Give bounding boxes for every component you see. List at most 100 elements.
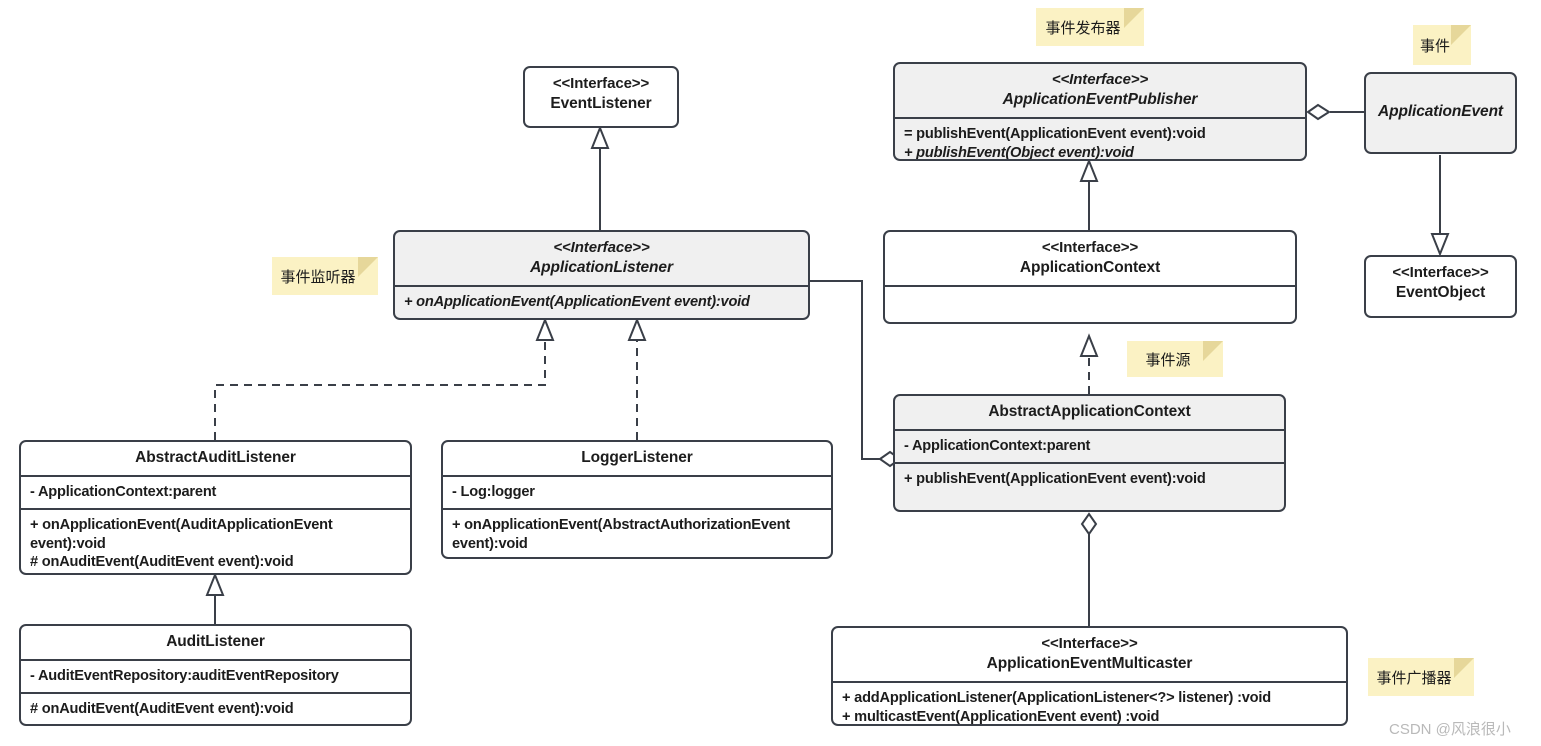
methods-compartment-application-event-publisher: = publishEvent(ApplicationEvent event):v… <box>895 119 1305 161</box>
class-header-logger-listener: LoggerListener <box>443 442 831 475</box>
class-header-event-listener: <<Interface>> EventListener <box>525 68 677 121</box>
class-name-label: LoggerListener <box>581 449 693 466</box>
methods-compartment-abstract-audit-listener: + onApplicationEvent(AuditApplicationEve… <box>21 510 410 573</box>
class-box-application-event[interactable]: ApplicationEvent <box>1364 72 1517 154</box>
field-item: - ApplicationContext:parent <box>30 484 217 501</box>
compartment-divider <box>895 117 1305 120</box>
class-header-abstract-audit-listener: AbstractAuditListener <box>21 442 410 475</box>
note-event-text: 事件 <box>1419 37 1450 55</box>
class-header-audit-listener: AuditListener <box>21 626 410 659</box>
note-fold-icon <box>1454 658 1474 678</box>
stereotype-label: <<Interface>> <box>1041 239 1139 256</box>
note-event-listener: 事件监听器 <box>272 257 378 295</box>
note-event: 事件 <box>1413 25 1471 65</box>
stereotype-label: <<Interface>> <box>553 239 650 256</box>
methods-compartment-logger-listener: + onApplicationEvent(AbstractAuthorizati… <box>443 510 831 557</box>
watermark-label: CSDN @风浪很小 <box>1389 721 1511 738</box>
generalization-arrow-eventobject <box>1430 233 1450 257</box>
note-fold-icon <box>1203 341 1223 361</box>
field-item: - Log:logger <box>452 484 535 501</box>
class-box-abstract-application-context[interactable]: AbstractApplicationContext - Application… <box>893 394 1286 512</box>
method-item: + publishEvent(Object event):void <box>904 144 1134 161</box>
method-item: + onApplicationEvent(ApplicationEvent ev… <box>404 294 750 311</box>
empty-compartment-application-context <box>885 287 1295 321</box>
class-box-audit-listener[interactable]: AuditListener - AuditEventRepository:aud… <box>19 624 412 726</box>
note-fold-icon <box>1451 25 1471 45</box>
methods-compartment-abstract-application-context: + publishEvent(ApplicationEvent event):v… <box>895 464 1284 495</box>
class-box-application-event-multicaster[interactable]: <<Interface>> ApplicationEventMulticaste… <box>831 626 1348 726</box>
note-event-multicaster-text: 事件广播器 <box>1376 669 1452 687</box>
stereotype-label: <<Interface>> <box>552 75 650 92</box>
compartment-divider <box>885 285 1295 288</box>
method-item: + onApplicationEvent(AuditApplicationEve… <box>30 517 337 552</box>
class-header-application-listener: <<Interface>> ApplicationListener <box>395 232 808 285</box>
fields-compartment-audit-listener: - AuditEventRepository:auditEventReposit… <box>21 661 410 692</box>
realization-arrow-applicationlistener-left <box>535 317 555 341</box>
class-box-application-listener[interactable]: <<Interface>> ApplicationListener + onAp… <box>393 230 810 320</box>
fields-compartment-abstract-application-context: - ApplicationContext:parent <box>895 431 1284 462</box>
note-fold-icon <box>358 257 378 277</box>
generalization-arrow-abstractauditlistener <box>205 572 225 596</box>
note-event-listener-text: 事件监听器 <box>280 268 356 286</box>
method-item: + multicastEvent(ApplicationEvent event)… <box>842 708 1160 725</box>
note-event-publisher-text: 事件发布器 <box>1045 19 1121 37</box>
compartment-divider <box>21 659 410 662</box>
class-box-application-context[interactable]: <<Interface>> ApplicationContext <box>883 230 1297 324</box>
method-item: = publishEvent(ApplicationEvent event):v… <box>904 126 1206 143</box>
class-name-label: ApplicationEventMulticaster <box>986 654 1193 672</box>
methods-compartment-application-event-multicaster: + addApplicationListener(ApplicationList… <box>833 683 1346 725</box>
method-item: + addApplicationListener(ApplicationList… <box>842 690 1271 707</box>
class-name-label: ApplicationEventPublisher <box>1002 90 1198 108</box>
class-box-event-listener[interactable]: <<Interface>> EventListener <box>523 66 679 128</box>
compartment-divider <box>21 692 410 695</box>
class-box-logger-listener[interactable]: LoggerListener - Log:logger + onApplicat… <box>441 440 833 559</box>
class-header-application-context: <<Interface>> ApplicationContext <box>885 232 1295 285</box>
fields-compartment-abstract-audit-listener: - ApplicationContext:parent <box>21 477 410 508</box>
compartment-divider <box>895 429 1284 432</box>
class-name-label: ApplicationListener <box>530 258 673 276</box>
realization-arrow-applicationcontext <box>1079 333 1099 357</box>
compartment-divider <box>21 508 410 511</box>
class-header-abstract-application-context: AbstractApplicationContext <box>895 396 1284 429</box>
stereotype-label: <<Interface>> <box>1051 71 1149 88</box>
compartment-divider <box>443 475 831 478</box>
note-event-source-text: 事件源 <box>1145 351 1191 369</box>
aggregation-diamond-applicationeventpublisher-right <box>1306 103 1331 121</box>
class-box-event-object[interactable]: <<Interface>> EventObject <box>1364 255 1517 318</box>
note-event-multicaster: 事件广播器 <box>1368 658 1474 696</box>
method-item: # onAuditEvent(AuditEvent event):void <box>30 554 294 571</box>
method-item: + publishEvent(ApplicationEvent event):v… <box>904 471 1206 488</box>
methods-compartment-application-listener: + onApplicationEvent(ApplicationEvent ev… <box>395 287 808 318</box>
realization-arrow-applicationlistener-right <box>627 317 647 341</box>
fields-compartment-logger-listener: - Log:logger <box>443 477 831 508</box>
class-header-application-event-multicaster: <<Interface>> ApplicationEventMulticaste… <box>833 628 1346 681</box>
class-name-label: AbstractApplicationContext <box>988 403 1191 420</box>
wire-applicationlistener-to-abstractapplicationcontext <box>810 280 880 460</box>
compartment-divider <box>895 462 1284 465</box>
note-event-source: 事件源 <box>1127 341 1223 377</box>
method-item: + onApplicationEvent(AbstractAuthorizati… <box>452 517 794 552</box>
class-box-application-event-publisher[interactable]: <<Interface>> ApplicationEventPublisher … <box>893 62 1307 161</box>
class-name-label: ApplicationEvent <box>1378 103 1503 121</box>
class-header-event-object: <<Interface>> EventObject <box>1366 257 1515 310</box>
note-event-publisher: 事件发布器 <box>1036 8 1144 46</box>
class-header-application-event: ApplicationEvent <box>1366 74 1515 152</box>
stereotype-label: <<Interface>> <box>1041 635 1138 652</box>
aggregation-diamond-abstractapplicationcontext-bottom <box>1080 512 1098 536</box>
class-box-abstract-audit-listener[interactable]: AbstractAuditListener - ApplicationConte… <box>19 440 412 575</box>
class-name-label: EventListener <box>550 94 652 112</box>
compartment-divider <box>833 681 1346 684</box>
generalization-arrow-applicationeventpublisher <box>1079 158 1099 182</box>
compartment-divider <box>443 508 831 511</box>
class-header-application-event-publisher: <<Interface>> ApplicationEventPublisher <box>895 64 1305 117</box>
generalization-arrow-eventlistener <box>590 125 610 149</box>
note-fold-icon <box>1124 8 1144 28</box>
compartment-divider <box>21 475 410 478</box>
wire-abstractauditlistener-to-applicationlistener <box>214 337 546 440</box>
methods-compartment-audit-listener: # onAuditEvent(AuditEvent event):void <box>21 694 410 724</box>
class-name-label: EventObject <box>1395 283 1486 301</box>
field-item: - ApplicationContext:parent <box>904 438 1091 455</box>
class-name-label: ApplicationContext <box>1019 258 1161 276</box>
compartment-divider <box>395 285 808 288</box>
